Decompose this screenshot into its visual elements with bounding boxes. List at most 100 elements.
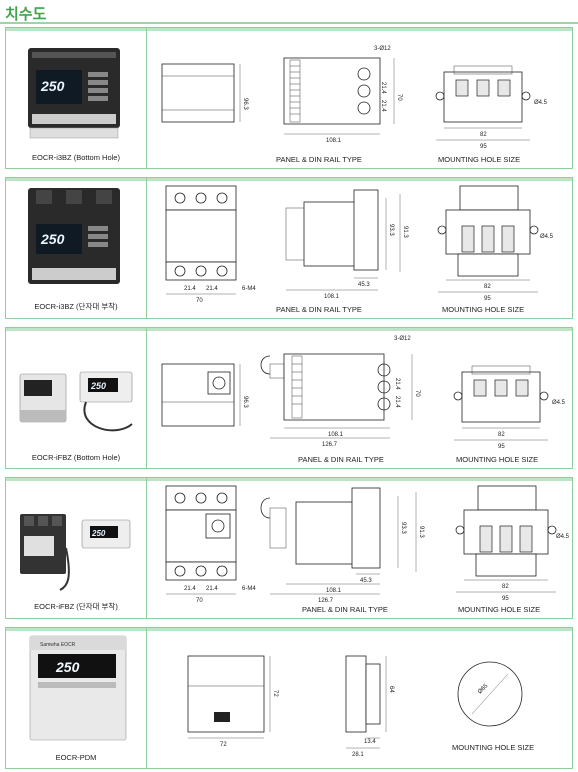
panel-eocr-ifbz-terminal: 250 EOCR-iFBZ (단자대 부착) 21.4 21.4 70 6-M4…: [5, 477, 573, 619]
dim-d1: 21.4: [394, 378, 400, 390]
dim-m1: Ø4.5: [534, 100, 548, 106]
mounting-view-drawing: Ø4.5 82 95: [453, 365, 566, 450]
dim-d2: 13.4: [364, 739, 376, 745]
dim-h1: 93.3: [400, 522, 406, 534]
device-readout-2: 250: [40, 231, 65, 247]
front-view-drawing: 21.4 21.4 70 6-M4: [165, 485, 256, 604]
side-view-drawing: 3-Ø12 21.4 21.4 70 108.1 126.7: [260, 336, 420, 448]
dim-m1: Ø4.5: [556, 534, 570, 540]
dim-h1: 93.3: [388, 224, 394, 236]
dim-d3: 70: [414, 390, 420, 397]
dim-w1: 108.1: [328, 432, 344, 438]
device-readout-4: 250: [91, 529, 106, 538]
dim-hole: Ø65: [477, 683, 490, 696]
product-photo: 250: [28, 48, 120, 139]
dim-w3: 126.7: [318, 598, 334, 604]
dim-d2: 21.4: [394, 396, 400, 408]
dim-h2: 91.3: [402, 226, 408, 238]
dim-m3: 95: [480, 144, 487, 150]
side-view-drawing: 3-Ø12 21.4 21.4 70 108.1: [283, 46, 402, 144]
dim-w1: 45.3: [358, 282, 370, 288]
product-photo-cell: Samwha EOCR 250 EOCR-PDM: [6, 628, 147, 768]
dim-m2: 82: [484, 284, 491, 290]
label-panel-type: PANEL & DIN RAIL TYPE: [302, 605, 388, 614]
device-readout-1: 250: [40, 78, 65, 94]
dim-h1: 72: [272, 690, 278, 697]
dim-d1: 21.4: [380, 82, 386, 94]
product-photo-cell: 250 EOCR-iFBZ (Bottom Hole): [6, 328, 147, 468]
dim-w2: 126.7: [322, 442, 338, 448]
panel-eocr-ifbz-bottom: 250 EOCR-iFBZ (Bottom Hole) 96.3 3-Ø12 2…: [5, 327, 573, 469]
side-view-drawing: 93.3 91.3 45.3 108.1: [285, 189, 408, 300]
dim-f3: 70: [196, 298, 203, 304]
dim-height: 96.3: [242, 98, 248, 110]
dim-w1: 72: [220, 742, 227, 748]
label-mount: MOUNTING HOLE SIZE: [442, 305, 525, 314]
product-photo: Samwha EOCR 250: [29, 635, 127, 741]
dim-d3: 70: [396, 94, 402, 101]
device-readout-3: 250: [90, 381, 106, 391]
dim-hole: 3-Ø12: [374, 46, 391, 52]
label-mount: MOUNTING HOLE SIZE: [456, 455, 539, 464]
panel-eocr-i3bz-terminal: 250 EOCR-i3BZ (단자대 부착) 21.4 21.4 70 6-M4…: [5, 177, 573, 319]
label-mount: MOUNTING HOLE SIZE: [458, 605, 541, 614]
dim-d2: 21.4: [380, 100, 386, 112]
front-view-drawing: 72 72: [187, 655, 278, 748]
dim-m1: Ø4.5: [552, 400, 566, 406]
dim-m3: 95: [484, 296, 491, 302]
front-view-drawing: 21.4 21.4 70 6-M4: [165, 185, 256, 304]
dim-f3: 70: [196, 598, 203, 604]
panel-eocr-i3bz-bottom: 250 EOCR-i3BZ (Bottom Hole) 96.3 3-Ø12 2…: [5, 27, 573, 169]
dim-w2: 108.1: [324, 294, 340, 300]
dim-height: 96.3: [242, 396, 248, 408]
side-view-drawing: 64 13.4 28.1: [345, 655, 394, 758]
panel-eocr-pdm: Samwha EOCR 250 EOCR-PDM 72 72 64 13.4 2…: [5, 627, 573, 769]
product-photo-cell: 250 EOCR-i3BZ (Bottom Hole): [6, 28, 147, 168]
label-panel-type: PANEL & DIN RAIL TYPE: [276, 155, 362, 164]
dim-f2: 21.4: [206, 586, 218, 592]
dim-m3: 95: [498, 444, 505, 450]
dim-m1: Ø4.5: [540, 234, 554, 240]
label-mount: MOUNTING HOLE SIZE: [438, 155, 521, 164]
model-label: EOCR-iFBZ (Bottom Hole): [31, 453, 121, 462]
dim-d1: 64: [388, 686, 394, 693]
title-rule: [0, 22, 578, 24]
dim-f1: 21.4: [184, 586, 196, 592]
page-title: 치수도: [5, 6, 47, 23]
dim-w2: 108.1: [326, 588, 342, 594]
dim-screw: 6-M4: [242, 586, 256, 592]
product-photo: 250: [28, 188, 120, 284]
dim-m3: 95: [502, 596, 509, 602]
dim-screw: 6-M4: [242, 286, 256, 292]
dim-h2: 91.3: [418, 526, 424, 538]
product-photo-cell: 250 EOCR-i3BZ (단자대 부착): [6, 178, 147, 318]
dim-f2: 21.4: [206, 286, 218, 292]
dim-m2: 82: [480, 132, 487, 138]
side-view-drawing: 93.3 91.3 45.3 108.1 126.7: [260, 487, 424, 604]
front-view-drawing: 96.3: [161, 63, 248, 123]
front-view-drawing: 96.3: [161, 363, 248, 427]
label-panel-type: PANEL & DIN RAIL TYPE: [276, 305, 362, 314]
device-readout-5: 250: [55, 659, 80, 675]
dim-width: 108.1: [326, 138, 342, 144]
product-photo-cell: 250 EOCR-iFBZ (단자대 부착): [6, 478, 147, 618]
mounting-view-drawing: Ø4.5 82 95: [455, 485, 570, 602]
dim-d3: 28.1: [352, 752, 364, 758]
dim-hole: 3-Ø12: [394, 336, 411, 342]
mounting-view-drawing: Ø4.5 82 95: [437, 185, 554, 302]
dim-m2: 82: [502, 584, 509, 590]
dim-m2: 82: [498, 432, 505, 438]
label-panel-type: PANEL & DIN RAIL TYPE: [298, 455, 384, 464]
model-label: EOCR-i3BZ (단자대 부착): [34, 302, 118, 311]
model-label: EOCR-iFBZ (단자대 부착): [34, 602, 118, 611]
product-photo: 250: [20, 514, 131, 591]
dim-w1: 45.3: [360, 578, 372, 584]
label-mount: MOUNTING HOLE SIZE: [452, 743, 535, 752]
dim-f1: 21.4: [184, 286, 196, 292]
mounting-view-drawing: Ø4.5 82 95: [435, 65, 548, 150]
model-label: EOCR-i3BZ (Bottom Hole): [32, 153, 120, 162]
model-label: EOCR-PDM: [55, 753, 97, 762]
product-photo: 250: [19, 371, 133, 432]
device-brand: Samwha EOCR: [40, 642, 76, 648]
mounting-view-drawing: Ø65: [457, 661, 523, 727]
